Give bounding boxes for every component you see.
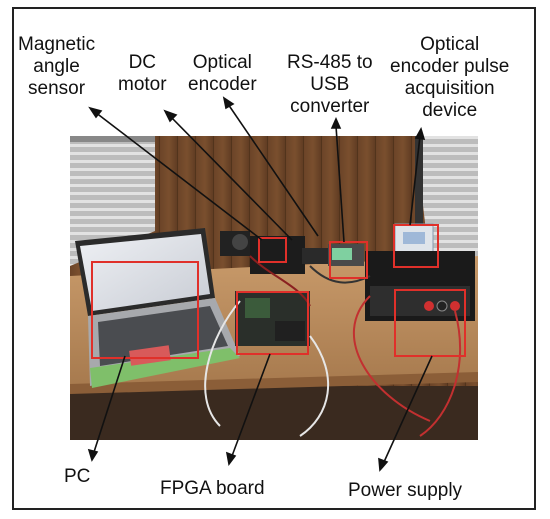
label-fpga-board: FPGA board [160, 478, 265, 499]
label-rs485-converter: RS-485 to USB converter [287, 52, 373, 117]
label-power-supply: Power supply [348, 480, 463, 501]
label-optical-encoder: Optical encoder [188, 52, 257, 95]
label-magnetic-angle-sensor: Magnetic angle sensor [18, 34, 96, 99]
lab-setup-photo [70, 136, 478, 440]
label-dc-motor: DC motor [118, 52, 167, 95]
label-pulse-device: Optical encoder pulse acquisition device [390, 34, 510, 121]
label-pc: PC [64, 466, 91, 487]
